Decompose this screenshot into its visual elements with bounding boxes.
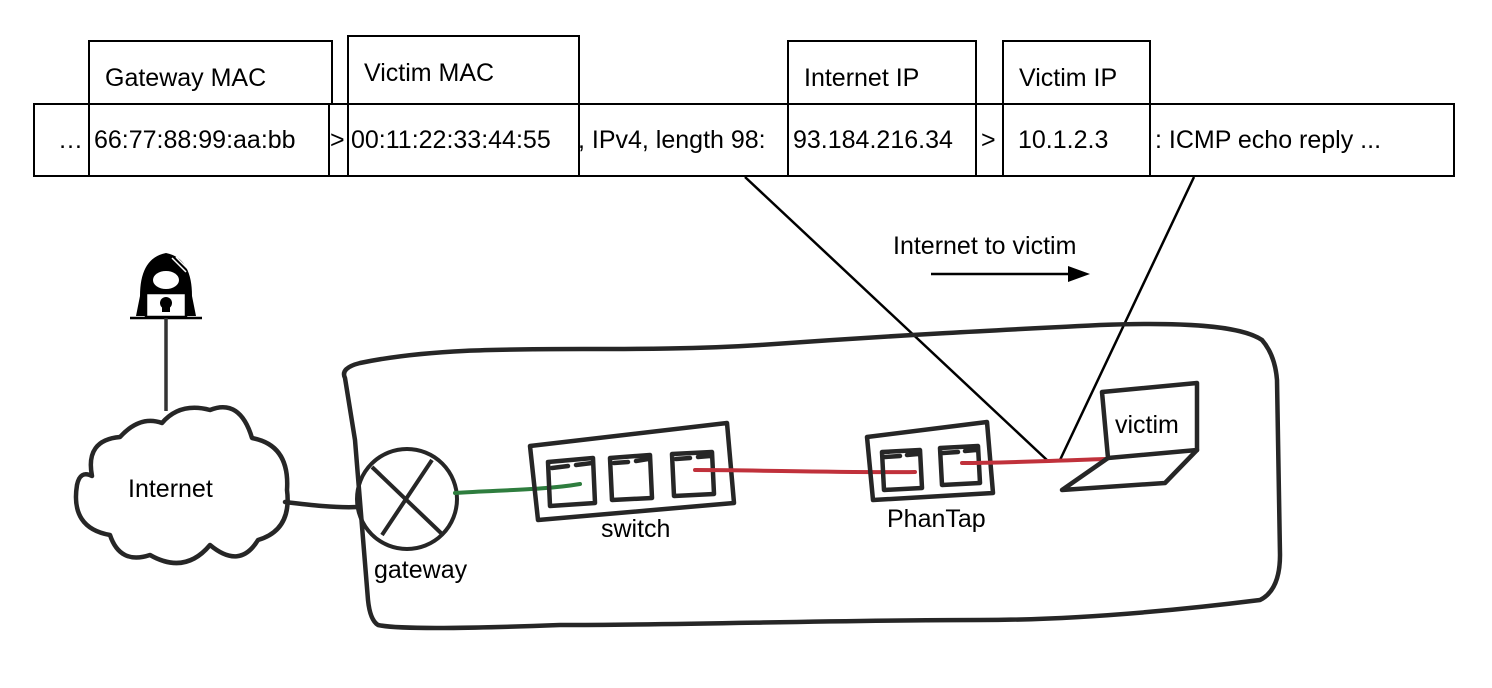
direction-label: Internet to victim xyxy=(893,232,1077,260)
switch-port xyxy=(669,449,717,499)
hacker-icon xyxy=(130,253,202,320)
phantap-label: PhanTap xyxy=(887,505,986,533)
packet-cell-victim-mac xyxy=(347,103,580,177)
packet-gateway-mac: 66:77:88:99:aa:bb xyxy=(94,126,296,154)
switch-port xyxy=(545,455,598,509)
packet-cell-internet-ip xyxy=(787,103,977,177)
packet-arrow-1: > xyxy=(330,126,345,154)
switch-label: switch xyxy=(601,515,671,543)
packet-internet-ip: 93.184.216.34 xyxy=(793,126,953,154)
packet-cell-victim-ip xyxy=(1002,103,1151,177)
packet-victim-ip: 10.1.2.3 xyxy=(1018,126,1109,154)
router-icon xyxy=(355,447,459,551)
gateway-switch-link xyxy=(453,482,582,495)
phantap-victim-link xyxy=(960,457,1107,465)
phantap-port xyxy=(879,447,925,493)
network-boundary xyxy=(341,321,1283,631)
field-label-victim-ip: Victim IP xyxy=(1002,40,1151,105)
packet-middle: , IPv4, length 98: xyxy=(578,126,766,154)
callout-line-victim-ip xyxy=(1058,176,1196,461)
packet-row xyxy=(33,103,1455,177)
packet-cell-gateway-mac xyxy=(88,103,330,177)
phantap-icon xyxy=(864,419,996,503)
packet-prefix: … xyxy=(58,126,83,154)
field-label-text: Gateway MAC xyxy=(105,64,267,92)
switch-phantap-link xyxy=(693,468,917,475)
arrow-right-icon xyxy=(931,266,1090,282)
cloud-icon xyxy=(73,404,290,566)
switch-port xyxy=(607,452,655,503)
packet-victim-mac: 00:11:22:33:44:55 xyxy=(351,126,551,154)
victim-label: victim xyxy=(1115,411,1179,439)
callout-line-internet-ip xyxy=(744,176,1049,462)
field-label-text: Internet IP xyxy=(804,64,920,92)
field-label-text: Victim MAC xyxy=(364,59,495,87)
phantap-port xyxy=(937,443,983,488)
internet-label: Internet xyxy=(128,475,213,503)
laptop-icon xyxy=(1059,380,1200,493)
switch-icon xyxy=(527,420,737,523)
internet-gateway-link xyxy=(282,499,361,510)
field-label-internet-ip: Internet IP xyxy=(787,40,977,105)
packet-suffix: : ICMP echo reply ... xyxy=(1155,126,1382,154)
field-label-gateway-mac: Gateway MAC xyxy=(88,40,333,105)
field-label-text: Victim IP xyxy=(1019,64,1118,92)
gateway-label: gateway xyxy=(374,556,468,584)
packet-arrow-2: > xyxy=(981,126,996,154)
